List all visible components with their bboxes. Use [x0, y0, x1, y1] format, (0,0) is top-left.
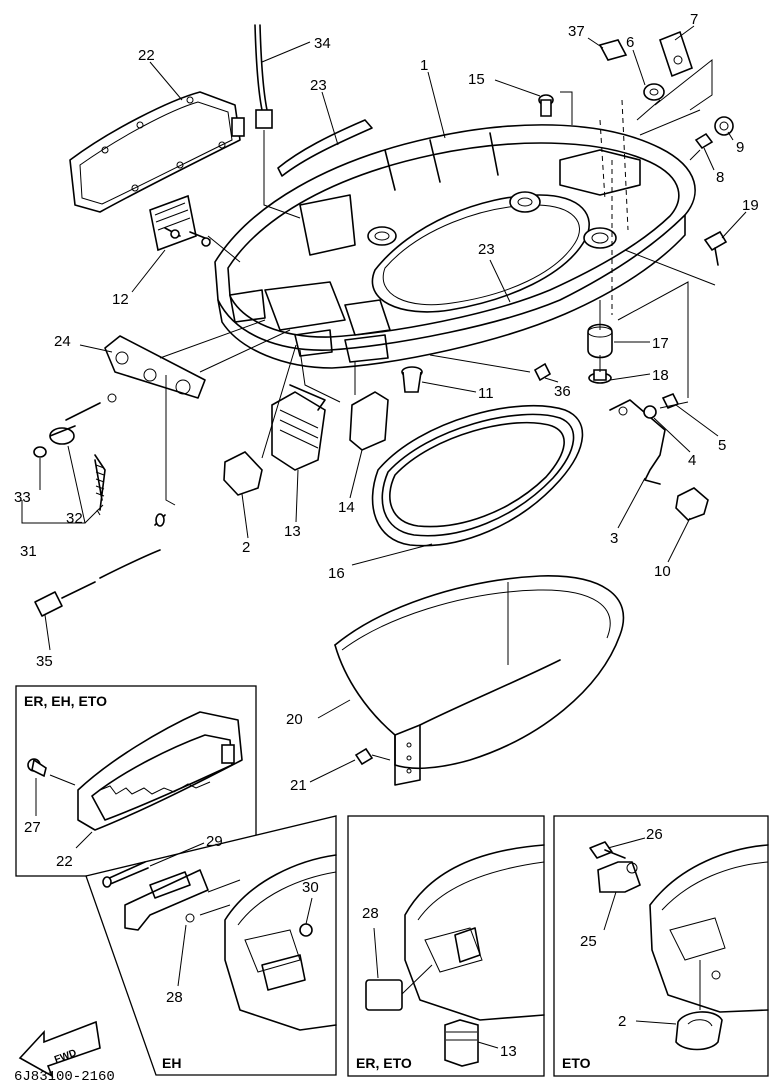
callout-15: 15 — [468, 71, 485, 88]
callout-24: 24 — [54, 333, 71, 350]
inset-eh — [85, 815, 337, 1076]
callout-16: 16 — [328, 565, 345, 582]
inset-label-eto: ETO — [562, 1055, 591, 1071]
part-23-seal-strip — [277, 119, 373, 177]
part-35-sender — [34, 513, 166, 617]
callout-37: 37 — [568, 23, 585, 40]
inset-label-eh: EH — [162, 1055, 181, 1071]
part-11-plug — [401, 366, 423, 393]
callout-36: 36 — [554, 383, 571, 400]
part-9-nut — [714, 116, 734, 136]
callout-28a: 28 — [166, 989, 183, 1006]
callout-35: 35 — [36, 653, 53, 670]
inset-eto — [553, 815, 769, 1077]
callout-23a: 23 — [310, 77, 327, 94]
callout-13: 13 — [284, 523, 301, 540]
part-15-fitting — [538, 94, 554, 117]
callout-8: 8 — [716, 169, 724, 186]
callout-34: 34 — [314, 35, 331, 52]
callout-32: 32 — [66, 510, 83, 527]
part-34-wire — [254, 24, 273, 129]
callout-31: 31 — [20, 543, 37, 560]
inset-label-er-eto: ER, ETO — [356, 1055, 412, 1071]
callout-9: 9 — [736, 139, 744, 156]
callout-26: 26 — [646, 826, 663, 843]
callout-22a: 22 — [138, 47, 155, 64]
inset-er-eto — [347, 815, 545, 1077]
part-19-bolt — [703, 230, 728, 266]
callout-13b: 13 — [500, 1043, 517, 1060]
part-6-grommet — [643, 83, 665, 101]
callout-4: 4 — [688, 452, 696, 469]
callout-18: 18 — [652, 367, 669, 384]
callout-17: 17 — [652, 335, 669, 352]
callout-20: 20 — [286, 711, 303, 728]
part-14-clip — [349, 391, 389, 451]
callout-22b: 22 — [56, 853, 73, 870]
part-18-collar — [588, 369, 612, 384]
drawing-code: 6J83100-2160 — [14, 1069, 115, 1085]
part-21-bolt — [354, 747, 374, 766]
callout-1: 1 — [420, 57, 428, 74]
part-31-sensor — [33, 393, 117, 511]
part-22-cover — [69, 91, 245, 213]
part-3-bracket — [609, 399, 666, 485]
bottom-cowling — [214, 124, 696, 369]
part-8-bolt — [694, 132, 714, 150]
fwd-arrow-icon: FWD — [18, 1020, 101, 1078]
callout-6: 6 — [626, 34, 634, 51]
part-4-washer — [643, 405, 657, 419]
assembly-lines — [159, 58, 716, 761]
part-37-label — [598, 39, 628, 61]
callout-21: 21 — [290, 777, 307, 794]
callout-7: 7 — [690, 11, 698, 28]
callout-3: 3 — [610, 530, 618, 547]
callout-30: 30 — [302, 879, 319, 896]
part-2-cap — [223, 451, 263, 496]
callout-25: 25 — [580, 933, 597, 950]
inset-label-top-left: ER, EH, ETO — [24, 693, 107, 709]
callout-5: 5 — [718, 437, 726, 454]
part-10-cap — [675, 487, 709, 521]
callout-33: 33 — [14, 489, 31, 506]
part-12-grommet — [149, 194, 211, 252]
callout-29: 29 — [206, 833, 223, 850]
callout-28b: 28 — [362, 905, 379, 922]
callout-27: 27 — [24, 819, 41, 836]
part-20-apron — [334, 575, 625, 786]
callout-23b: 23 — [478, 241, 495, 258]
callout-leaders — [21, 25, 747, 783]
part-16-seal — [371, 404, 584, 547]
part-24-plate — [104, 335, 206, 399]
callout-2b: 2 — [618, 1013, 626, 1030]
part-36-label — [533, 362, 552, 382]
part-13-grommet — [271, 384, 326, 471]
part-7-bracket — [659, 30, 693, 78]
callout-2: 2 — [242, 539, 250, 556]
callout-12: 12 — [112, 291, 129, 308]
callout-numbers: 1 2 3 4 5 6 7 8 9 10 11 12 13 14 15 16 1… — [14, 11, 759, 1060]
callout-11: 11 — [478, 385, 494, 402]
callout-10: 10 — [654, 563, 671, 580]
callout-19: 19 — [742, 197, 759, 214]
callout-14: 14 — [338, 499, 355, 516]
